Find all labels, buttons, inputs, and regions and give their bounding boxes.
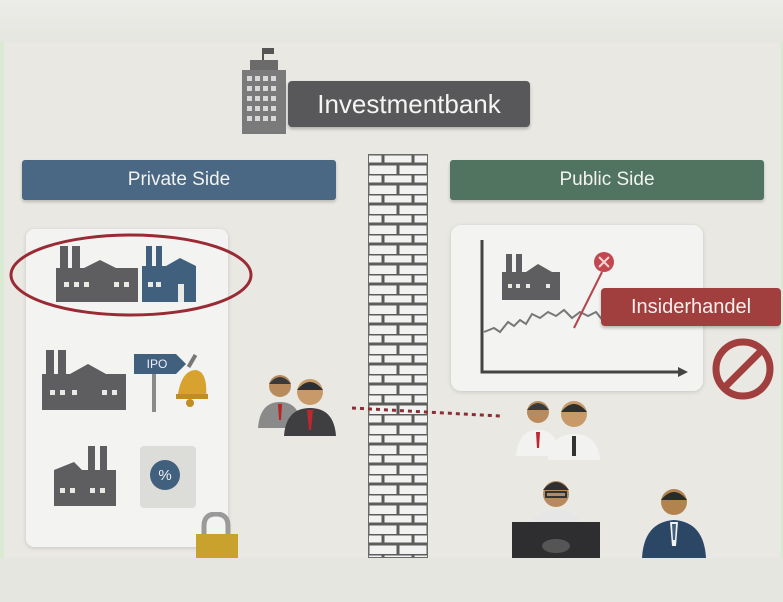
bottom-border [0, 558, 783, 602]
page-title: Investmentbank [288, 81, 530, 127]
trader-laptop-icon [512, 481, 600, 558]
information-leak-line [351, 406, 501, 418]
bell-icon [176, 354, 208, 407]
bankers-private-icon [258, 375, 336, 436]
factory-small-icon [54, 446, 116, 506]
factory-icon [42, 350, 126, 410]
insider-trading-label: Insiderhandel [601, 288, 781, 326]
illustration-frame: Investmentbank Private Side Public Side … [4, 42, 781, 558]
signpost-icon [134, 354, 186, 412]
investor-icon [642, 489, 706, 558]
bankers-public-icon [516, 401, 600, 460]
chinese-wall-icon [368, 154, 428, 558]
office-tower-icon [242, 48, 286, 134]
ipo-sign-label: IPO [146, 357, 168, 371]
public-side-header: Public Side [450, 160, 764, 200]
padlock-icon [196, 512, 238, 558]
stock-chart [480, 240, 688, 377]
factory-pair-icon [56, 246, 196, 302]
top-border [0, 0, 783, 42]
percent-badge: % [150, 460, 180, 490]
private-side-header: Private Side [22, 160, 336, 200]
prohibited-icon [712, 338, 774, 400]
highlight-circle [9, 233, 253, 317]
